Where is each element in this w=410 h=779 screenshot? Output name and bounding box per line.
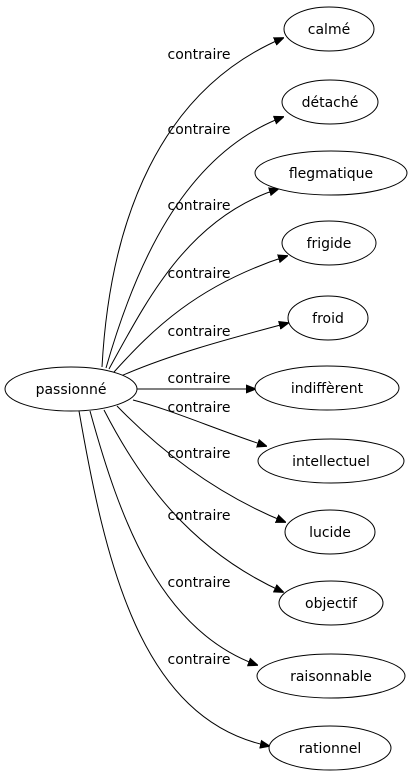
source-node-ellipse: [4, 366, 138, 412]
target-node-label: détaché: [302, 95, 359, 111]
target-node[interactable]: intellectuel: [257, 438, 405, 484]
target-node[interactable]: flegmatique: [254, 150, 408, 196]
target-node-ellipse: [278, 580, 384, 626]
target-node-label: raisonnable: [290, 669, 372, 685]
target-node-ellipse: [284, 509, 376, 555]
target-node[interactable]: calmé: [283, 6, 375, 52]
source-node[interactable]: passionné: [4, 366, 138, 412]
target-node[interactable]: frigide: [281, 220, 377, 266]
target-node-ellipse: [287, 295, 369, 341]
edge-line-raisonnable: [89, 410, 257, 665]
edge-label: contraire: [168, 198, 231, 214]
target-node-label: indiffèrent: [291, 381, 364, 397]
target-node-ellipse: [257, 438, 405, 484]
target-node-label: calmé: [308, 22, 350, 38]
edge-label: contraire: [168, 508, 231, 524]
target-node-ellipse: [254, 365, 400, 411]
edges-layer: contraire contraire contraire contraire cont…: [78, 38, 288, 746]
edge-label: contraire: [168, 446, 231, 462]
target-node[interactable]: froid: [287, 295, 369, 341]
edge-line-froid: [120, 323, 288, 377]
nodes-layer: passionné calmé détaché flegmatique frigide…: [4, 6, 408, 771]
edge-label: contraire: [168, 371, 231, 387]
target-node-label: objectif: [305, 596, 358, 612]
target-node[interactable]: lucide: [284, 509, 376, 555]
target-node-ellipse: [281, 79, 379, 125]
source-node-label: passionné: [36, 382, 107, 398]
edge-line-intellectuel: [132, 399, 266, 446]
edge-label: contraire: [168, 575, 231, 591]
target-node-ellipse: [268, 725, 392, 771]
target-node-ellipse: [283, 6, 375, 52]
edge-label: contraire: [168, 266, 231, 282]
target-node-label: lucide: [309, 525, 351, 541]
target-node-label: flegmatique: [289, 166, 373, 182]
target-node[interactable]: rationnel: [268, 725, 392, 771]
target-node[interactable]: objectif: [278, 580, 384, 626]
target-node-ellipse: [281, 220, 377, 266]
edge-label: contraire: [168, 324, 231, 340]
target-node[interactable]: détaché: [281, 79, 379, 125]
target-node-label: frigide: [307, 236, 352, 252]
edge-label: contraire: [168, 47, 231, 63]
edge-line-flegmatique: [108, 189, 278, 370]
target-node[interactable]: raisonnable: [256, 653, 406, 699]
target-node-ellipse: [254, 150, 408, 196]
edge-line-lucide: [116, 405, 285, 522]
edge-label: contraire: [168, 652, 231, 668]
edge-line-calmé: [101, 38, 283, 368]
edge-line-objectif: [103, 409, 283, 592]
edge-line-détaché: [105, 117, 283, 369]
edge-label: contraire: [168, 400, 231, 416]
edge-line-frigide: [113, 256, 287, 373]
target-node-label: intellectuel: [292, 454, 370, 470]
edge-line-rationnel: [78, 410, 269, 746]
target-node[interactable]: indiffèrent: [254, 365, 400, 411]
target-node-label: froid: [312, 311, 344, 327]
edge-label: contraire: [168, 122, 231, 138]
target-node-label: rationnel: [299, 741, 362, 757]
target-node-ellipse: [256, 653, 406, 699]
